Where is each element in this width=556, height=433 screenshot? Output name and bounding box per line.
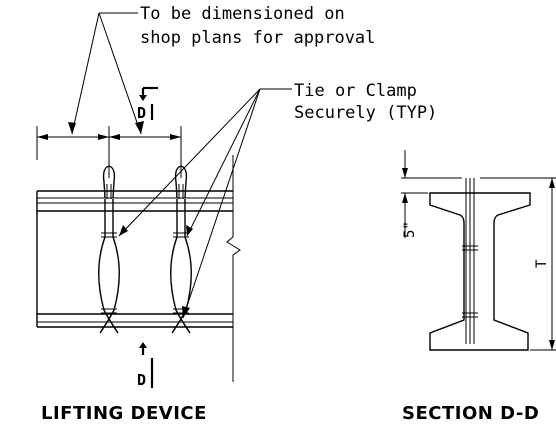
tie-note: Tie or Clamp Securely (TYP)	[118, 81, 437, 319]
flange-dimension-label: 5"	[402, 221, 418, 238]
caption-section-d-d: SECTION D-D	[402, 403, 539, 424]
leader-arrow-left	[68, 122, 76, 134]
lifting-loop-left	[98, 165, 120, 334]
girder-section	[429, 192, 531, 351]
caption-lifting-device: LIFTING DEVICE	[41, 403, 207, 424]
dimension-note: To be dimensioned on shop plans for appr…	[68, 4, 375, 135]
girder-elevation	[36, 155, 241, 382]
height-dimension-label: T	[534, 259, 550, 268]
spacing-dimension	[36, 126, 182, 178]
leader-arrow-right	[135, 121, 144, 134]
tie-note-line2: Securely (TYP)	[294, 103, 437, 123]
section-d-d: 5" T	[401, 150, 556, 351]
dimension-note-line1: To be dimensioned on	[140, 4, 345, 24]
dimension-note-line2: shop plans for approval	[140, 28, 375, 48]
lifting-loop-right	[170, 165, 192, 334]
break-line	[226, 155, 241, 382]
tie-note-line1: Tie or Clamp	[294, 81, 417, 101]
section-mark-top: D	[137, 86, 158, 122]
section-mark-bottom: D	[137, 342, 154, 389]
section-mark-bottom-letter: D	[137, 371, 146, 389]
dimension-note-leader-left	[71, 12, 100, 135]
section-mark-top-letter: D	[137, 104, 146, 122]
dimension-note-leader-right	[98, 12, 142, 135]
